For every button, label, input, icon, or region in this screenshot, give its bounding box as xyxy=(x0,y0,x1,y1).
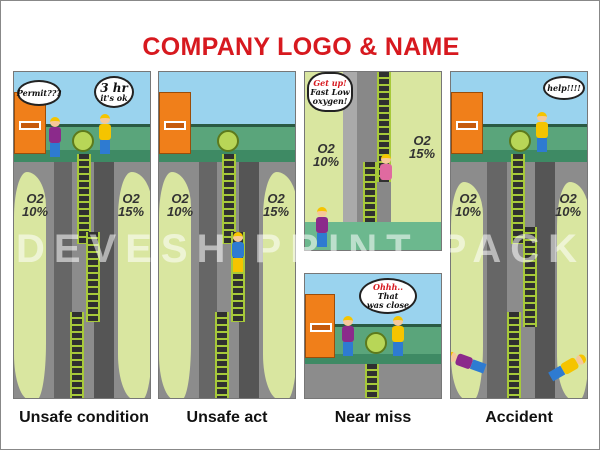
ladder xyxy=(222,154,236,244)
ladder xyxy=(70,312,84,398)
ladder xyxy=(365,364,379,398)
worker xyxy=(391,316,405,356)
bubble-text: Fast Low xyxy=(310,86,350,97)
bubble-text: it's ok xyxy=(100,92,128,103)
bubble-text: Get up! xyxy=(313,77,347,88)
bubble-text: 3 hr xyxy=(100,80,128,95)
worker xyxy=(535,112,549,152)
bubble-text: was close xyxy=(366,299,410,310)
ladder xyxy=(523,227,537,327)
speech-bubble: Permit??? xyxy=(17,80,61,106)
tank xyxy=(451,92,483,154)
ladder xyxy=(86,232,100,322)
valve-icon xyxy=(72,130,94,152)
valve-icon xyxy=(365,332,387,354)
speech-bubble: help!!!! xyxy=(543,76,585,100)
caption-unsafe-condition: Unsafe condition xyxy=(19,409,149,426)
bubble-text: help!!!! xyxy=(547,82,581,93)
valve-icon xyxy=(217,130,239,152)
worker xyxy=(48,117,62,157)
worker xyxy=(98,114,112,154)
valve-icon xyxy=(509,130,531,152)
ladder xyxy=(363,162,377,222)
bubble-text: Ohhh.. xyxy=(373,281,403,292)
worker-running xyxy=(315,207,329,247)
ladder xyxy=(215,312,229,398)
caption-unsafe-act: Unsafe act xyxy=(186,409,268,426)
caption-accident: Accident xyxy=(485,409,553,426)
bubble-text: Permit??? xyxy=(16,87,62,98)
company-title: COMPANY LOGO & NAME xyxy=(142,33,460,61)
bubble-text: That xyxy=(377,290,399,301)
caption-near-miss: Near miss xyxy=(334,409,412,426)
worker-climbing xyxy=(231,232,245,272)
bubble-text: oxygen! xyxy=(312,95,348,106)
worker xyxy=(341,316,355,356)
ladder xyxy=(511,154,525,244)
worker-collapsed xyxy=(379,154,393,180)
ladder xyxy=(77,154,91,244)
tank xyxy=(159,92,191,154)
ladder xyxy=(507,312,521,398)
tank xyxy=(305,294,335,358)
